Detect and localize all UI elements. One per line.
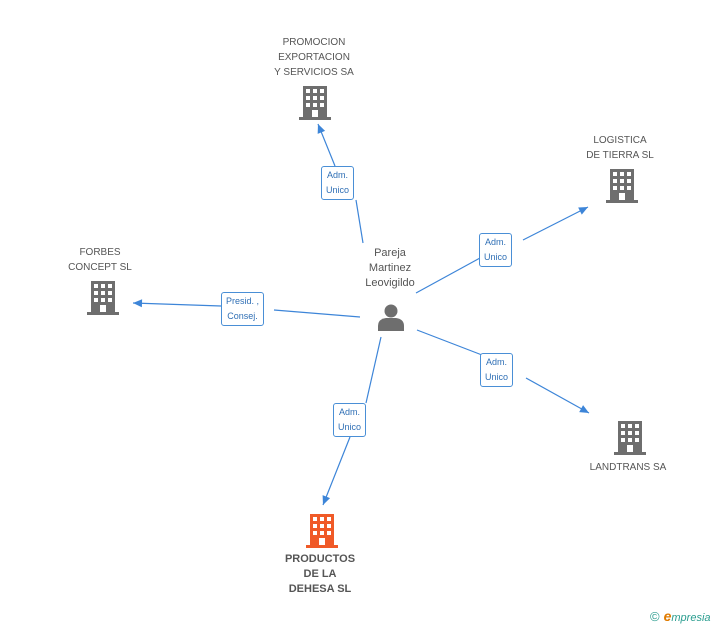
company-promocion-line-2: EXPORTACION: [278, 52, 350, 63]
arrowhead-logistica: [578, 207, 588, 215]
company-logistica-line-1: LOGISTICA: [593, 135, 647, 146]
person-name-label[interactable]: Pareja Martinez Leovigildo: [352, 246, 428, 291]
company-label-forbes[interactable]: FORBES CONCEPT SL: [54, 245, 146, 275]
company-productos-line-2: DE LA: [303, 568, 337, 580]
company-logistica-line-2: DE TIERRA SL: [586, 150, 654, 161]
relation-label-promocion[interactable]: Adm. Unico: [321, 166, 355, 200]
company-label-productos[interactable]: PRODUCTOS DE LA DEHESA SL: [270, 552, 370, 597]
copyright-symbol: ©: [650, 609, 660, 624]
relation-label-forbes[interactable]: Presid. , Consej.: [221, 292, 265, 326]
building-icon[interactable]: [299, 86, 331, 120]
person-icon[interactable]: [376, 302, 406, 332]
arrowhead-productos: [322, 495, 331, 505]
person-name-line-1: Pareja: [374, 247, 406, 259]
relation-label-productos[interactable]: Adm. Unico: [333, 403, 367, 437]
relation-logistica-line-2: Unico: [484, 252, 508, 262]
arrowhead-landtrans: [579, 405, 589, 413]
company-forbes-line-1: FORBES: [79, 247, 121, 258]
relation-forbes-line-1: Presid. ,: [226, 296, 260, 306]
company-productos-line-3: DEHESA SL: [288, 583, 352, 595]
relation-productos-line-2: Unico: [338, 422, 362, 432]
relation-label-landtrans[interactable]: Adm. Unico: [480, 353, 514, 387]
building-icon[interactable]: [87, 281, 119, 315]
company-productos-line-1: PRODUCTOS: [284, 553, 356, 565]
building-icon[interactable]: [614, 421, 646, 455]
building-icon[interactable]: [606, 169, 638, 203]
company-promocion-line-1: PROMOCION: [282, 37, 346, 48]
empresia-logo-letter: e: [663, 608, 672, 624]
relation-edge-logistica: [415, 206, 589, 294]
company-landtrans-line-1: LANDTRANS SA: [589, 462, 667, 473]
empresia-brand: mpresia: [671, 612, 711, 624]
relation-forbes-line-2: Consej.: [227, 311, 258, 321]
arrowhead-promocion: [317, 124, 326, 134]
person-name-line-3: Leovigildo: [365, 277, 415, 289]
relation-edge-forbes: [132, 302, 361, 318]
relation-edge-productos: [322, 336, 382, 506]
relation-landtrans-line-2: Unico: [485, 372, 509, 382]
company-label-logistica[interactable]: LOGISTICA DE TIERRA SL: [572, 133, 668, 163]
relation-promocion-line-1: Adm.: [327, 170, 349, 180]
company-promocion-line-3: Y SERVICIOS SA: [274, 67, 354, 78]
relation-edge-landtrans: [416, 329, 590, 414]
company-label-promocion[interactable]: PROMOCION EXPORTACION Y SERVICIOS SA: [262, 35, 366, 80]
copyright-footer: ©empresia: [650, 608, 711, 624]
company-label-landtrans[interactable]: LANDTRANS SA: [578, 460, 678, 475]
relation-landtrans-line-1: Adm.: [486, 357, 508, 367]
person-name-line-2: Martinez: [368, 262, 412, 274]
relation-logistica-line-1: Adm.: [485, 237, 507, 247]
relation-promocion-line-2: Unico: [326, 185, 350, 195]
building-icon[interactable]: [306, 514, 338, 548]
arrowhead-forbes: [133, 299, 143, 308]
relation-label-logistica[interactable]: Adm. Unico: [479, 233, 513, 267]
company-forbes-line-2: CONCEPT SL: [68, 262, 132, 273]
relation-productos-line-1: Adm.: [339, 407, 361, 417]
